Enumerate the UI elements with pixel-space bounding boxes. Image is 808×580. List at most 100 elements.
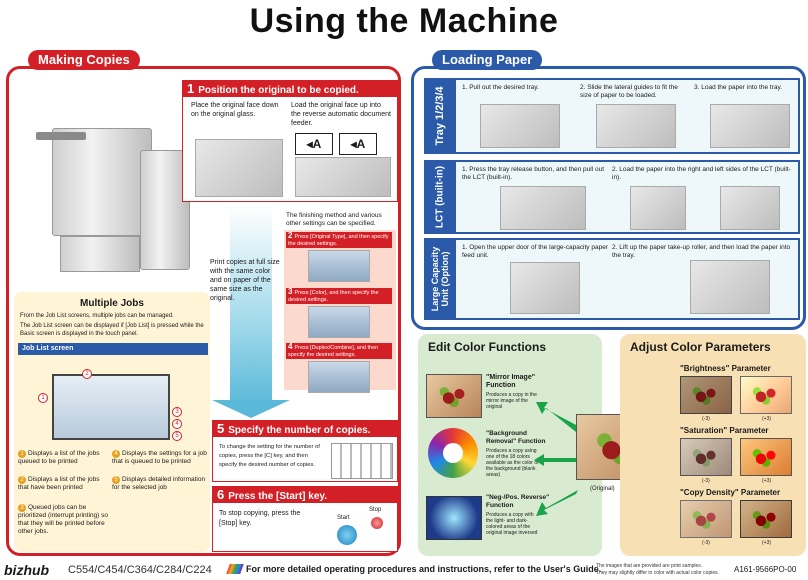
saturation-name: "Saturation" Parameter (680, 426, 769, 435)
step-1-glass-text: Place the original face down on the orig… (191, 102, 279, 118)
copier-paper-trays (60, 236, 140, 272)
copy-density-name: "Copy Density" Parameter (680, 488, 781, 497)
keypad-image (331, 443, 393, 479)
brightness-minus-sample (680, 376, 732, 414)
original-label: (Original) (590, 486, 615, 492)
user-guide-note: For more detailed operating procedures a… (246, 564, 602, 574)
lct-step-2-image-a (630, 186, 686, 230)
density-plus-label: (+3) (762, 540, 772, 546)
mirror-image-sample (426, 374, 482, 418)
loading-paper-tab: Loading Paper (432, 50, 543, 70)
adf-icon-a-left: ◂A (295, 133, 333, 155)
tray-step-2: 2. Slide the lateral guides to fit the s… (580, 84, 678, 99)
lcu-step-1-image (510, 262, 580, 314)
stop-key-icon (371, 517, 383, 529)
density-minus-sample (680, 500, 732, 538)
adf-icon-a-right: ◂A (339, 133, 377, 155)
step-2-screen-image (308, 250, 370, 282)
lcu-step-2-image (690, 260, 770, 314)
center-note: Print copies at full size with the same … (210, 259, 280, 302)
saturation-minus-label: (-3) (702, 478, 710, 484)
step-1-adf-text: Load the original face up into the rever… (291, 102, 391, 127)
brightness-plus-sample (740, 376, 792, 414)
neg-pos-name: "Neg-/Pos. Reverse" Function (486, 494, 550, 509)
neg-pos-sample (426, 496, 482, 540)
lct-step-1: 1. Press the tray release button, and th… (462, 166, 605, 181)
background-removal-desc: Produces a copy using one of the 18 colo… (486, 448, 539, 478)
tray-step-1-image (480, 104, 560, 148)
multiple-jobs-title: Multiple Jobs (80, 298, 144, 309)
adf-loading-image (295, 157, 391, 197)
callout-1: 1 (38, 393, 48, 403)
page-title: Using the Machine (249, 2, 559, 40)
disclaimer-line1: The images that are provided are print s… (596, 563, 703, 569)
callout-2: 2 (82, 369, 92, 379)
start-key-icon (337, 525, 357, 545)
copier-machine-image (52, 128, 152, 236)
tray-step-3-image (710, 104, 790, 148)
lct-step-2-image-b (720, 186, 780, 230)
brand-logo: bizhub (4, 562, 50, 578)
disclaimer-line2: They may slightly differ in color with a… (596, 570, 720, 576)
brightness-minus-label: (-3) (702, 416, 710, 422)
step-4-screen-image (308, 361, 370, 393)
step-5-text: To change the setting for the number of … (219, 444, 320, 468)
multiple-jobs-line1: From the Job List screens, multiple jobs… (20, 313, 174, 319)
tray-row-label: Tray 1/2/3/4 (424, 78, 456, 154)
background-removal-name: "Background Removal" Function (486, 430, 546, 445)
lct-step-1-image (500, 186, 586, 230)
adjust-color-title: Adjust Color Parameters (630, 340, 771, 354)
glass-placement-image (195, 139, 283, 197)
step-6-text: To stop copying, press the [Stop] key. (219, 510, 301, 527)
brand-color-stripe (226, 564, 244, 574)
copier-output-tray (36, 132, 86, 140)
tray-step-1: 1. Pull out the desired tray. (462, 84, 539, 91)
brightness-plus-label: (+3) (762, 416, 772, 422)
tray-step-2-image (596, 104, 676, 148)
flow-arrow-shaft (230, 206, 272, 406)
edit-color-title: Edit Color Functions (428, 340, 546, 354)
lcu-row-label: Large Capacity Unit (Option) (424, 238, 456, 320)
callout-3: 3 (172, 407, 182, 417)
callout-4: 4 (172, 419, 182, 429)
saturation-plus-sample (740, 438, 792, 476)
flow-arrow-head (212, 400, 290, 418)
mirror-function-desc: Produces a copy in the mirror image of t… (486, 392, 537, 410)
finishing-note: The finishing method and various other s… (286, 212, 382, 227)
neg-pos-desc: Produces a copy with the light- and dark… (486, 512, 538, 536)
lcu-step-1: 1. Open the upper door of the large-capa… (462, 244, 608, 259)
density-plus-sample (740, 500, 792, 538)
copier-finisher-image (140, 150, 190, 270)
step-3-screen-image (308, 306, 370, 338)
document-code: A161-9566PO-00 (734, 565, 797, 574)
color-wheel-center (443, 443, 463, 463)
job-list-screen-label: Job List screen (18, 343, 208, 355)
job-list-screen-image (52, 374, 170, 440)
lcu-step-2: 2. Lift up the paper take-up roller, and… (612, 244, 791, 259)
saturation-plus-label: (+3) (762, 478, 772, 484)
model-list: C554/C454/C364/C284/C224 (68, 564, 212, 576)
start-label: Start (337, 515, 350, 521)
making-copies-tab: Making Copies (28, 50, 140, 70)
lct-row-label: LCT (built-in) (424, 160, 456, 234)
lct-step-2: 2. Load the paper into the right and lef… (612, 166, 791, 181)
brightness-name: "Brightness" Parameter (680, 364, 771, 373)
tray-step-3: 3. Load the paper into the tray. (694, 84, 783, 91)
saturation-minus-sample (680, 438, 732, 476)
density-minus-label: (-3) (702, 540, 710, 546)
callout-5: 5 (172, 431, 182, 441)
mirror-function-name: "Mirror Image" Function (486, 374, 536, 389)
